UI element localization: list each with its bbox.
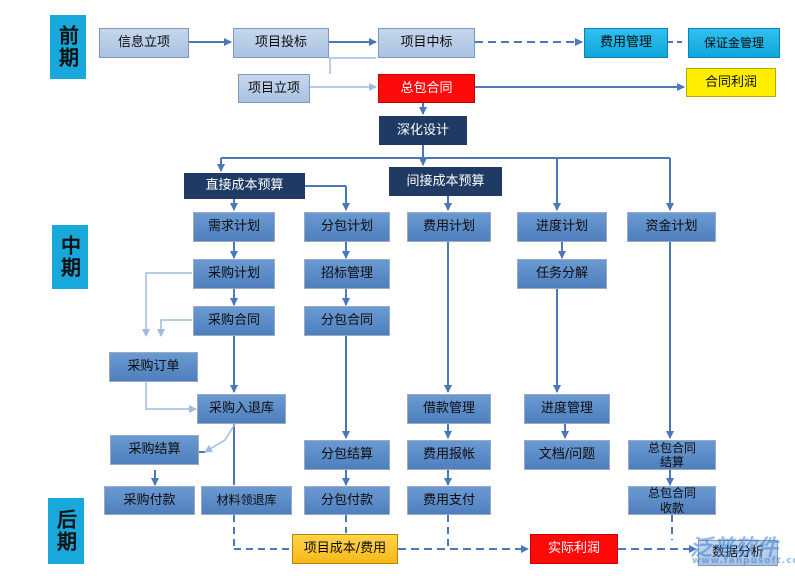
node-expense-pay: 费用支付 <box>407 486 491 515</box>
node-expense-claim: 费用报帐 <box>407 440 491 470</box>
node-data-analysis: 数据分析 <box>698 540 778 566</box>
node-expense-plan: 费用计划 <box>407 212 491 242</box>
node-contract-profit: 合同利润 <box>686 68 776 97</box>
node-gc-collect: 总包合同 收款 <box>628 486 716 515</box>
node-general-contract: 总包合同 <box>378 74 475 103</box>
node-info-setup: 信息立项 <box>99 28 189 58</box>
watermark-url: www.fanpusoft.com <box>692 556 795 566</box>
node-demand-plan: 需求计划 <box>193 212 275 242</box>
node-purchase-order: 采购订单 <box>109 352 198 382</box>
node-loan-mgmt: 借款管理 <box>407 394 491 424</box>
node-subcontract-pay: 分包付款 <box>304 486 390 515</box>
node-fund-plan: 资金计划 <box>627 212 716 242</box>
node-purchase-pay: 采购付款 <box>104 486 195 515</box>
node-purchase-plan: 采购计划 <box>193 259 275 289</box>
watermark-logo: 泛普软件 www.fanpusoft.com <box>690 530 795 570</box>
node-purchase-inout: 采购入退库 <box>197 394 286 424</box>
phase-middle-label: 中期 <box>52 225 88 289</box>
node-project-win: 项目中标 <box>378 28 475 58</box>
node-deposit-mgmt: 保证金管理 <box>688 28 780 58</box>
node-purchase-settle: 采购结算 <box>110 435 199 465</box>
node-progress-mgmt: 进度管理 <box>524 394 610 424</box>
node-subcontract-contract: 分包合同 <box>304 306 390 336</box>
node-subcontract-plan: 分包计划 <box>304 212 390 242</box>
phase-early-label: 前期 <box>50 15 86 79</box>
watermark-brand: 泛普软件 <box>690 536 779 561</box>
node-schedule-plan: 进度计划 <box>517 212 607 242</box>
node-project-cost: 项目成本/费用 <box>292 534 398 564</box>
node-actual-profit: 实际利润 <box>530 534 618 564</box>
phase-late-label: 后期 <box>48 498 84 564</box>
node-subcontract-settle: 分包结算 <box>304 440 390 470</box>
node-gc-settle: 总包合同 结算 <box>628 440 716 470</box>
node-indirect-budget: 间接成本预算 <box>389 167 502 196</box>
node-task-breakdown: 任务分解 <box>517 259 607 289</box>
node-purchase-contract: 采购合同 <box>193 306 275 336</box>
node-project-bid: 项目投标 <box>233 28 329 58</box>
node-expense-mgmt: 费用管理 <box>584 28 668 58</box>
node-tender-mgmt: 招标管理 <box>304 259 390 289</box>
node-project-setup: 项目立项 <box>238 74 310 103</box>
node-detail-design: 深化设计 <box>379 116 467 145</box>
node-doc-issue: 文档/问题 <box>524 440 610 470</box>
node-direct-budget: 直接成本预算 <box>184 173 305 199</box>
node-material-inout: 材料领退库 <box>201 486 292 515</box>
